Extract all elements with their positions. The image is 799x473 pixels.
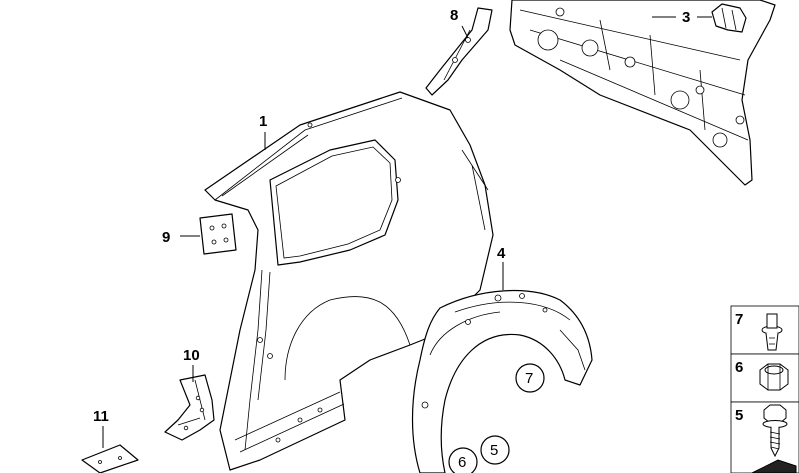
hex-nut-icon — [759, 363, 789, 391]
expanding-rivet-icon — [761, 313, 783, 351]
lower-bracket-part[interactable] — [164, 374, 215, 441]
svg-text:5: 5 — [490, 442, 498, 459]
callout-9: 9 — [162, 229, 170, 246]
callout-4: 4 — [497, 245, 506, 262]
pad-icon — [751, 459, 797, 473]
callout-11: 11 — [93, 408, 109, 425]
legend-number-6: 6 — [735, 359, 743, 376]
wheel-arch-liner-part[interactable] — [411, 289, 593, 473]
callout-8-leader — [461, 25, 469, 39]
callout-10: 10 — [183, 347, 200, 364]
callout-1: 1 — [259, 113, 267, 130]
callout-8: 8 — [450, 7, 458, 24]
legend-number-7: 7 — [735, 311, 743, 328]
sealing-pad-part[interactable] — [81, 444, 139, 473]
clip-bracket-part[interactable] — [711, 3, 747, 33]
svg-text:6: 6 — [458, 454, 466, 471]
rear-panel-part[interactable] — [509, 0, 776, 186]
svg-text:7: 7 — [525, 370, 533, 387]
circled-callout-7: 7 — [515, 363, 545, 393]
fastener-legend: 7 6 5 — [730, 305, 799, 473]
side-panel-part[interactable] — [204, 91, 494, 471]
circled-callout-5: 5 — [480, 435, 510, 465]
reinforcement-plate-part[interactable] — [199, 213, 237, 255]
circled-callout-6: 6 — [448, 447, 478, 473]
hex-screw-icon — [762, 404, 788, 458]
legend-number-5: 5 — [735, 407, 743, 424]
pillar-bracket-part[interactable] — [425, 7, 493, 96]
callout-3: 3 — [682, 9, 690, 26]
